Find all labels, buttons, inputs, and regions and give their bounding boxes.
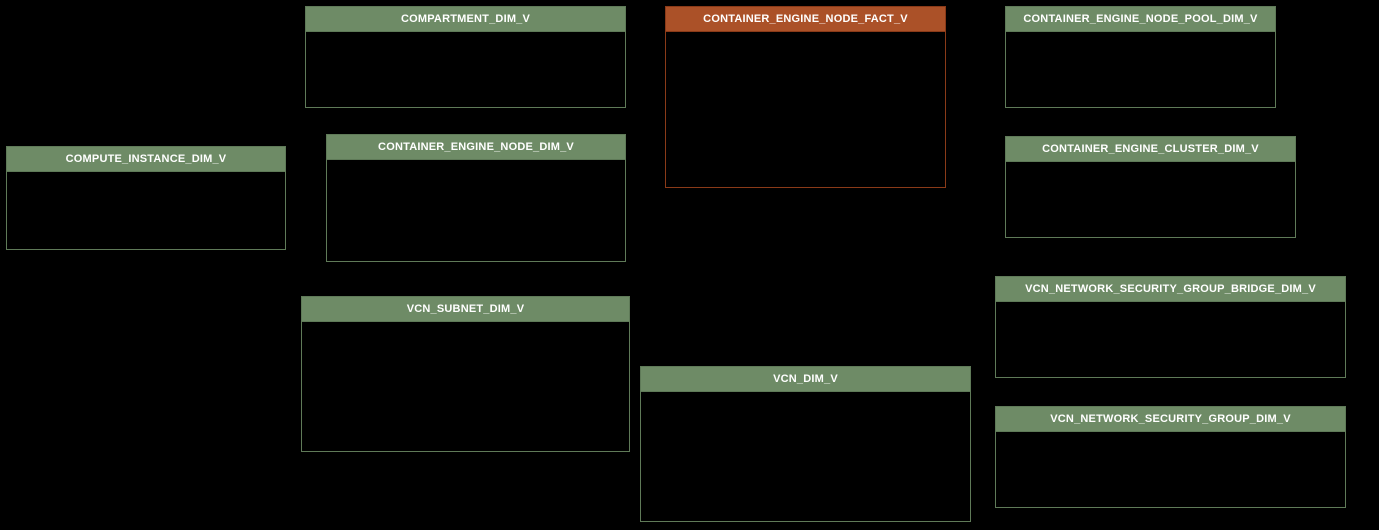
entity-container-engine-cluster-dim-v[interactable]: CONTAINER_ENGINE_CLUSTER_DIM_V bbox=[1005, 136, 1296, 238]
entity-title: CONTAINER_ENGINE_NODE_POOL_DIM_V bbox=[1006, 7, 1275, 32]
entity-title: VCN_SUBNET_DIM_V bbox=[302, 297, 629, 322]
entity-attribute-list bbox=[996, 432, 1345, 507]
entity-title: COMPUTE_INSTANCE_DIM_V bbox=[7, 147, 285, 172]
entity-attribute-list bbox=[7, 172, 285, 249]
entity-title: CONTAINER_ENGINE_NODE_DIM_V bbox=[327, 135, 625, 160]
entity-attribute-list bbox=[1006, 162, 1295, 237]
entity-attribute-list bbox=[666, 32, 945, 187]
entity-vcn-subnet-dim-v[interactable]: VCN_SUBNET_DIM_V bbox=[301, 296, 630, 452]
entity-title: VCN_DIM_V bbox=[641, 367, 970, 392]
entity-compute-instance-dim-v[interactable]: COMPUTE_INSTANCE_DIM_V bbox=[6, 146, 286, 250]
entity-title: VCN_NETWORK_SECURITY_GROUP_DIM_V bbox=[996, 407, 1345, 432]
entity-attribute-list bbox=[327, 160, 625, 261]
entity-title: COMPARTMENT_DIM_V bbox=[306, 7, 625, 32]
entity-vcn-dim-v[interactable]: VCN_DIM_V bbox=[640, 366, 971, 522]
entity-container-engine-node-pool-dim-v[interactable]: CONTAINER_ENGINE_NODE_POOL_DIM_V bbox=[1005, 6, 1276, 108]
entity-attribute-list bbox=[306, 32, 625, 107]
entity-container-engine-node-fact-v[interactable]: CONTAINER_ENGINE_NODE_FACT_V bbox=[665, 6, 946, 188]
entity-compartment-dim-v[interactable]: COMPARTMENT_DIM_V bbox=[305, 6, 626, 108]
entity-attribute-list bbox=[996, 302, 1345, 377]
entity-title: CONTAINER_ENGINE_CLUSTER_DIM_V bbox=[1006, 137, 1295, 162]
entity-title: CONTAINER_ENGINE_NODE_FACT_V bbox=[666, 7, 945, 32]
entity-attribute-list bbox=[302, 322, 629, 451]
entity-vcn-network-security-group-bridge-dim-v[interactable]: VCN_NETWORK_SECURITY_GROUP_BRIDGE_DIM_V bbox=[995, 276, 1346, 378]
entity-attribute-list bbox=[641, 392, 970, 521]
entity-container-engine-node-dim-v[interactable]: CONTAINER_ENGINE_NODE_DIM_V bbox=[326, 134, 626, 262]
entity-vcn-network-security-group-dim-v[interactable]: VCN_NETWORK_SECURITY_GROUP_DIM_V bbox=[995, 406, 1346, 508]
entity-title: VCN_NETWORK_SECURITY_GROUP_BRIDGE_DIM_V bbox=[996, 277, 1345, 302]
entity-attribute-list bbox=[1006, 32, 1275, 107]
